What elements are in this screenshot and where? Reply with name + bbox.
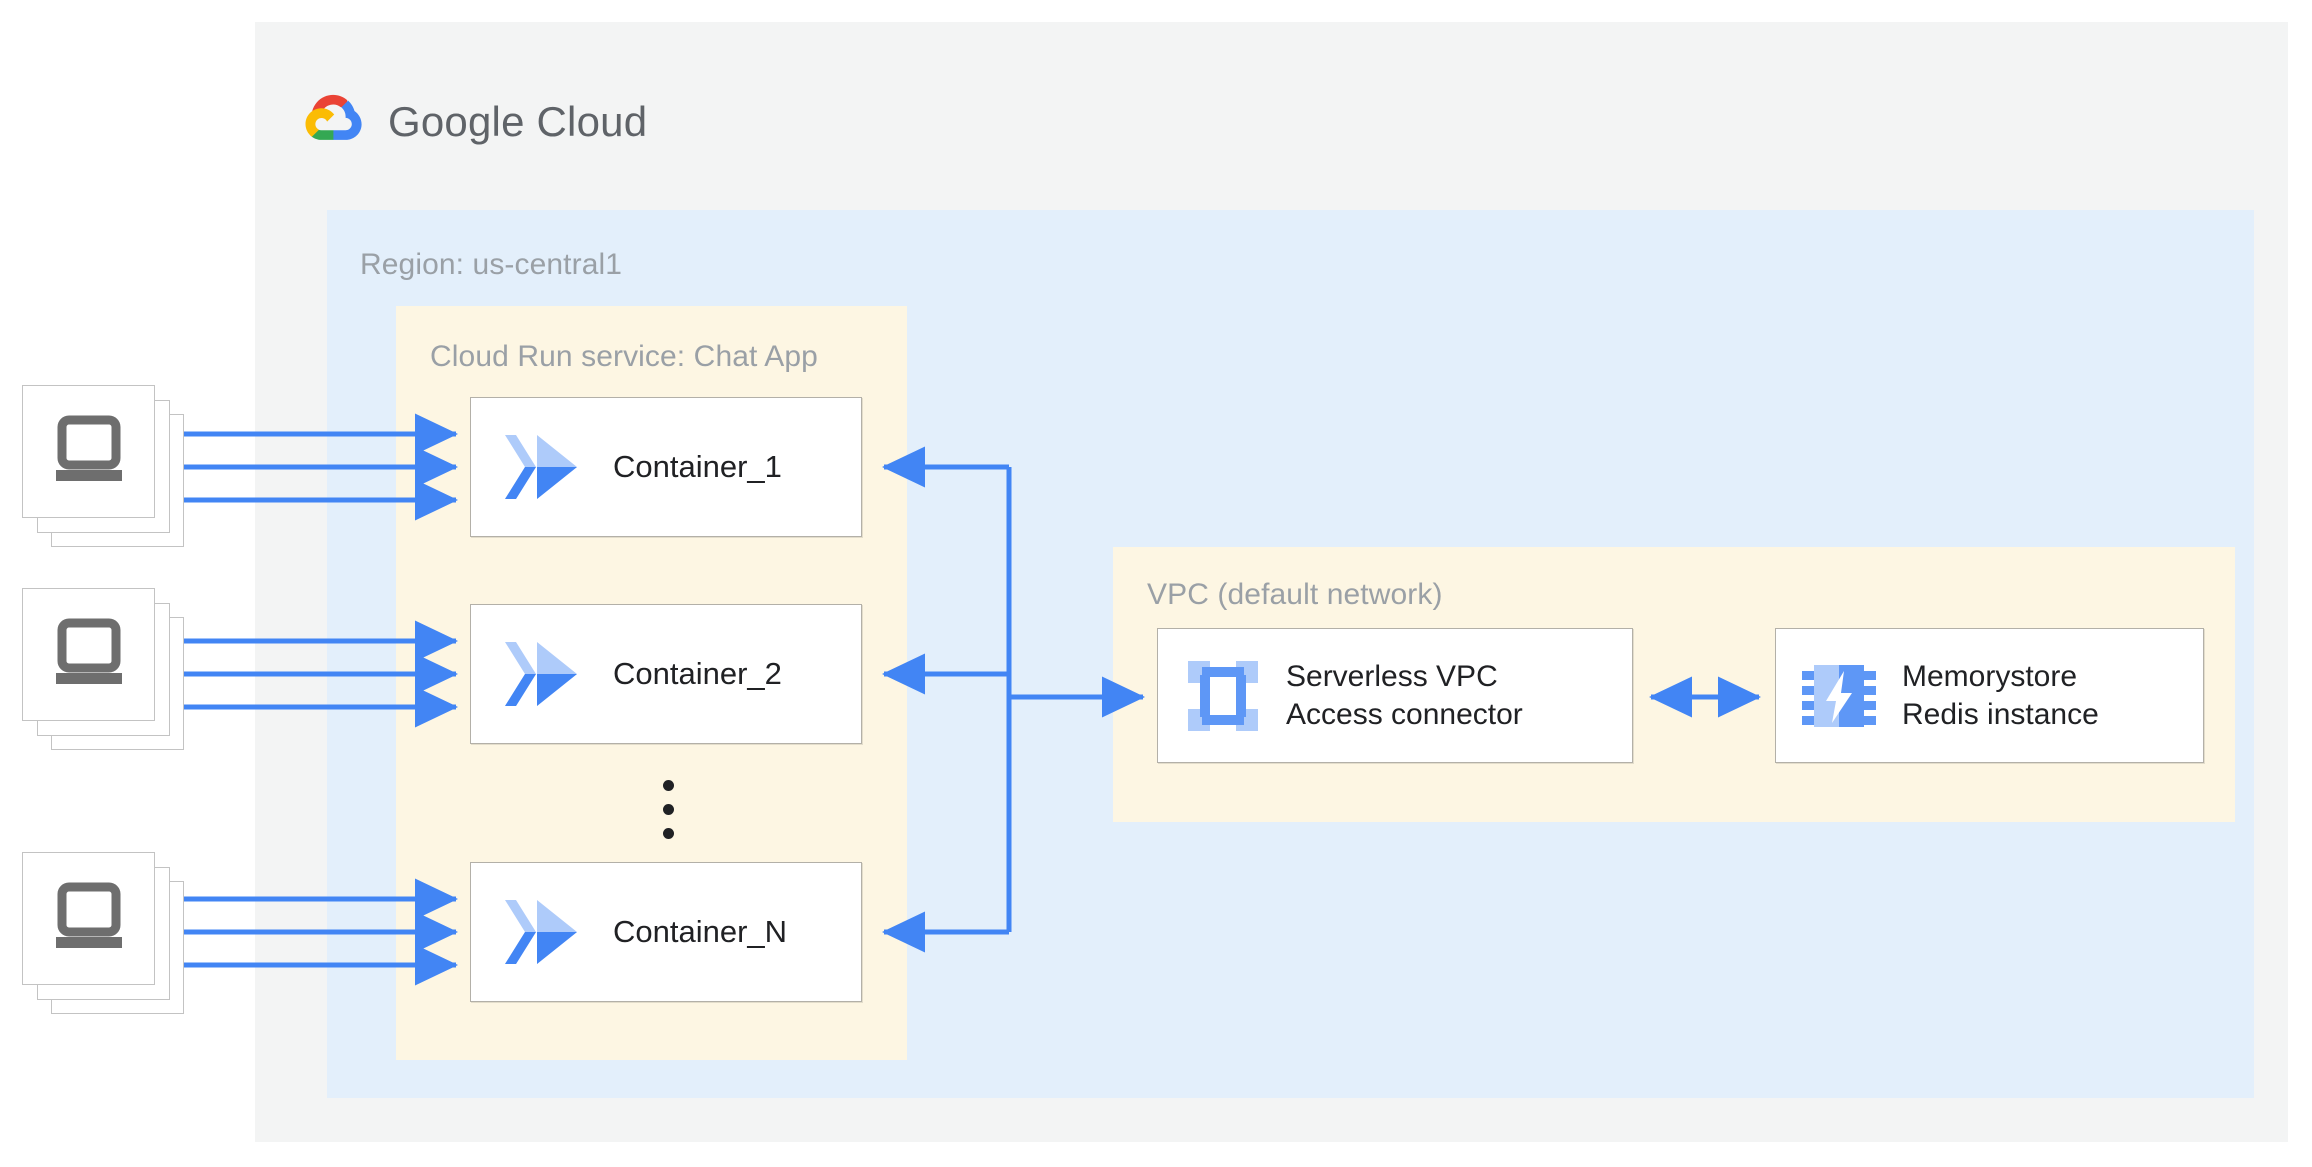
cloud-run-service-label: Cloud Run service: Chat App xyxy=(430,340,818,373)
google-cloud-logo-icon xyxy=(300,92,368,151)
container-node-label: Container_2 xyxy=(613,655,782,691)
google-cloud-logo: Google Cloud xyxy=(300,92,647,151)
client-stack xyxy=(22,588,184,750)
client-stack xyxy=(22,385,184,547)
memorystore-redis-icon xyxy=(1802,659,1876,733)
client-card-front xyxy=(22,385,155,518)
wordmark-google: Google xyxy=(388,97,525,145)
vpc-label: VPC (default network) xyxy=(1147,578,1443,611)
region-label: Region: us-central1 xyxy=(360,248,623,281)
client-card-front xyxy=(22,588,155,721)
wordmark-cloud: Cloud xyxy=(536,97,648,145)
serverless-vpc-access-connector-node[interactable]: Serverless VPC Access connector xyxy=(1157,628,1633,763)
client-stack xyxy=(22,852,184,1014)
container-node-2[interactable]: Container_2 xyxy=(470,604,862,744)
memorystore-redis-label: Memorystore Redis instance xyxy=(1902,660,2099,731)
laptop-icon xyxy=(55,882,122,948)
container-node-label: Container_N xyxy=(613,913,788,949)
container-node-label: Container_1 xyxy=(613,448,782,484)
cloud-run-icon xyxy=(493,638,589,710)
laptop-icon xyxy=(55,415,122,481)
cloud-run-icon xyxy=(493,431,589,503)
laptop-icon xyxy=(55,618,122,684)
serverless-vpc-access-connector-label: Serverless VPC Access connector xyxy=(1286,660,1523,731)
client-card-front xyxy=(22,852,155,985)
memorystore-redis-node[interactable]: Memorystore Redis instance xyxy=(1775,628,2204,763)
vertical-ellipsis-icon xyxy=(663,780,674,839)
container-node-n[interactable]: Container_N xyxy=(470,862,862,1002)
container-node-1[interactable]: Container_1 xyxy=(470,397,862,537)
serverless-vpc-access-connector-icon xyxy=(1186,659,1260,733)
google-cloud-wordmark: Google Cloud xyxy=(388,98,647,146)
cloud-run-icon xyxy=(493,896,589,968)
